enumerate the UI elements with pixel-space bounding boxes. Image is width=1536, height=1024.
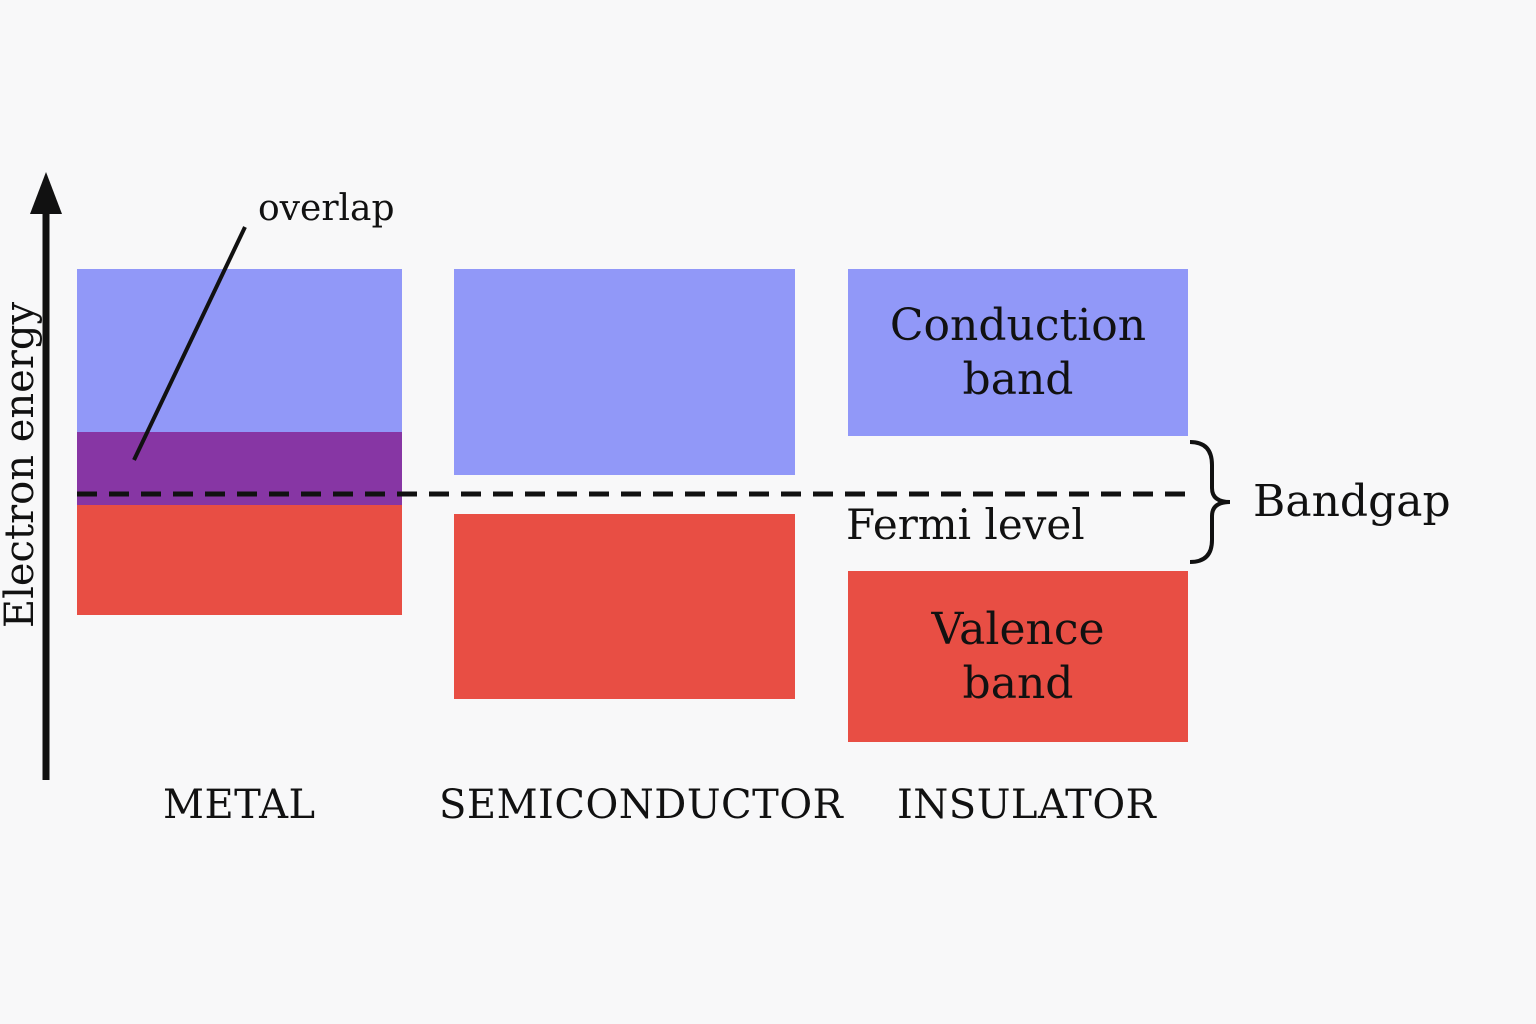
semiconductor-conduction-band [454,269,795,475]
bandgap-annotation: Bandgap [1253,476,1451,527]
insulator-conduction-label: Conduction band [848,269,1188,436]
insulator-label: INSULATOR [897,782,1157,828]
fermi-level-annotation: Fermi level [846,500,1085,549]
insulator-valence-band [848,571,1188,742]
overlap-pointer-line [132,226,247,461]
semiconductor-label: SEMICONDUCTOR [439,782,844,828]
metal-conduction-band [77,269,402,432]
valence-label-line2: band [962,657,1074,709]
insulator-valence-label: Valence band [848,571,1188,742]
bandgap-brace-icon [1189,440,1231,564]
semiconductor-valence-band [454,514,795,699]
insulator-conduction-band [848,269,1188,436]
metal-valence-band [77,505,402,615]
conduction-label-line1: Conduction [889,299,1147,351]
conduction-label-line2: band [962,353,1074,405]
arrow-up-icon [30,172,62,214]
overlap-annotation: overlap [258,188,395,229]
metal-label: METAL [163,782,316,828]
valence-label-line1: Valence [931,603,1105,655]
